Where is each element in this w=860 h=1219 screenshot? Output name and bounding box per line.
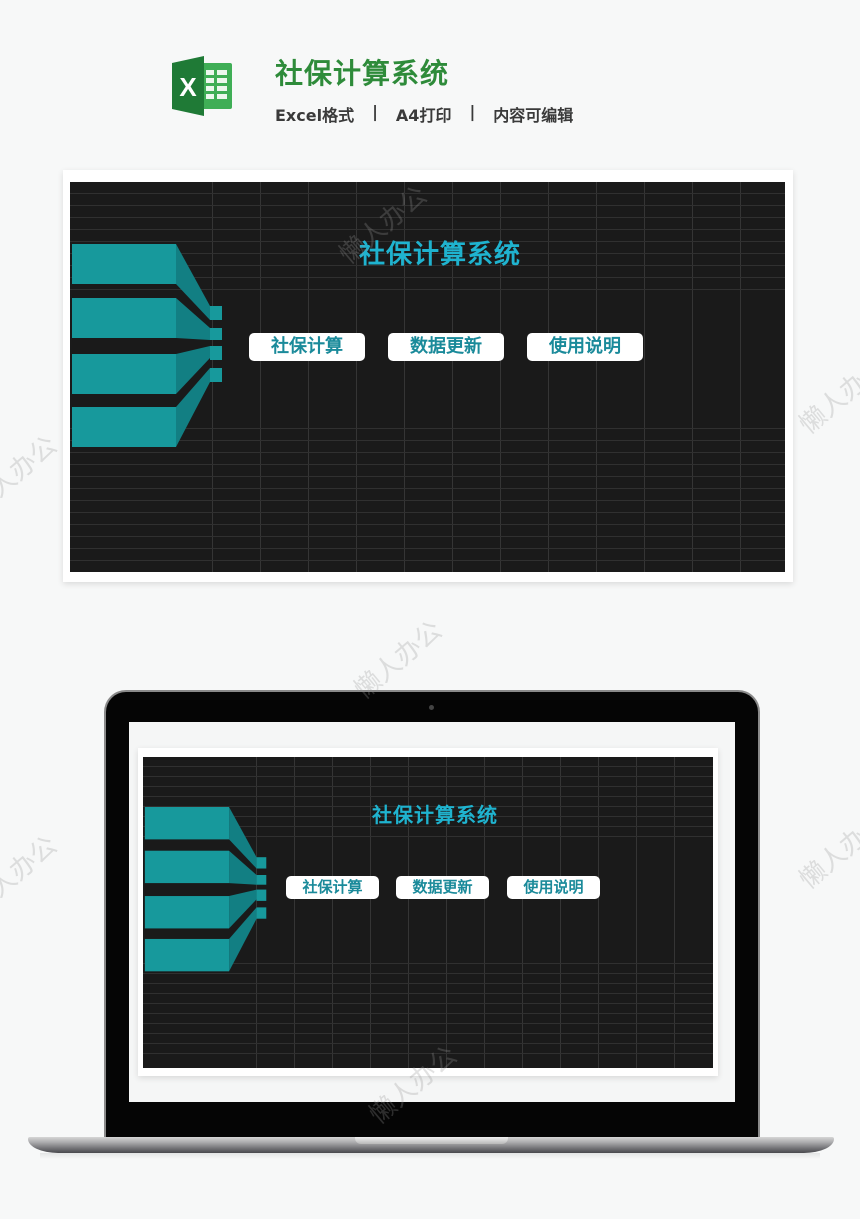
separator: | <box>469 102 476 121</box>
funnel-graphic <box>72 244 222 447</box>
laptop-spreadsheet-dashboard: 社保计算系统 社保计算 数据更新 使用说明 <box>143 757 713 1068</box>
page-title: 社保计算系统 <box>275 57 450 90</box>
laptop-notch <box>355 1137 508 1144</box>
tag-print: A4打印 <box>395 106 452 125</box>
watermark: 懒人办公 <box>794 350 860 441</box>
watermark: 懒人办公 <box>0 430 64 521</box>
spreadsheet-dashboard: 社保计算系统 社保计算 数据更新 使用说明 <box>70 182 785 572</box>
watermark: 懒人办公 <box>0 830 64 921</box>
laptop-base <box>28 1137 834 1153</box>
update-data-button[interactable]: 数据更新 <box>396 876 489 899</box>
svg-text:X: X <box>179 72 197 102</box>
watermark: 懒人办公 <box>794 805 860 896</box>
camera-icon <box>429 705 434 710</box>
calc-button[interactable]: 社保计算 <box>249 333 365 361</box>
instructions-button[interactable]: 使用说明 <box>527 333 643 361</box>
preview-card: 社保计算系统 社保计算 数据更新 使用说明 <box>63 170 793 582</box>
instructions-button[interactable]: 使用说明 <box>507 876 600 899</box>
funnel-graphic <box>144 807 267 972</box>
excel-icon: X <box>170 55 234 117</box>
laptop-preview-card: 社保计算系统 社保计算 数据更新 使用说明 <box>138 748 718 1076</box>
laptop-shadow <box>40 1153 820 1159</box>
separator: | <box>372 102 378 121</box>
update-data-button[interactable]: 数据更新 <box>388 333 504 361</box>
tag-format: Excel格式 <box>275 106 355 125</box>
sheet-title: 社保计算系统 <box>372 803 498 827</box>
tag-editable: 内容可编辑 <box>493 106 574 125</box>
calc-button[interactable]: 社保计算 <box>286 876 379 899</box>
feature-tags: Excel格式 | A4打印 | 内容可编辑 <box>275 102 573 126</box>
sheet-title: 社保计算系统 <box>359 240 522 270</box>
